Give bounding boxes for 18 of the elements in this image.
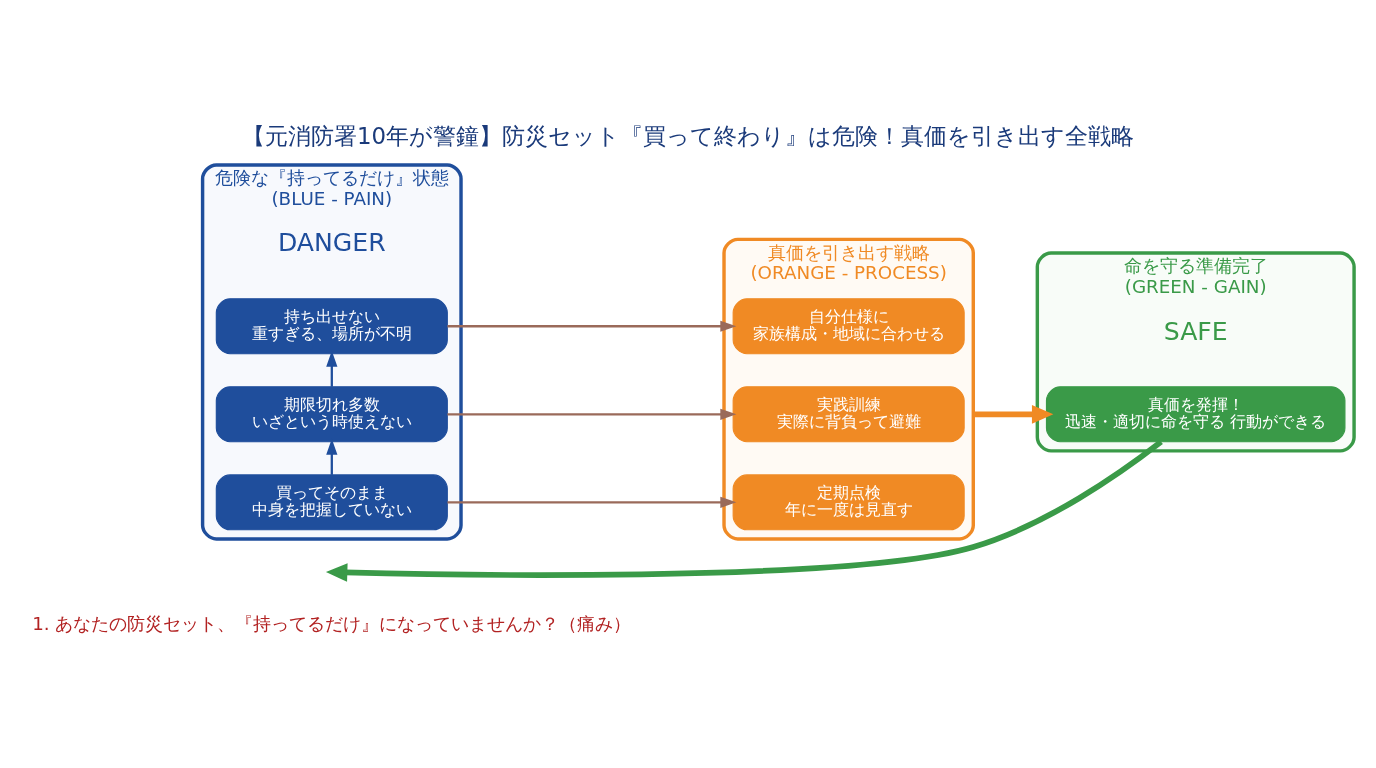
arrow xyxy=(447,496,737,508)
arrow xyxy=(326,350,338,387)
node-text: DANGER xyxy=(277,228,386,258)
node-box: 自分仕様に 家族構成・地域に合わせる xyxy=(732,298,965,355)
node-box: 買ってそのまま 中身を把握していない xyxy=(215,474,448,531)
node-box: 定期点検 年に一度は見直す xyxy=(732,474,965,531)
node-box: 持ち出せない 重すぎる、場所が不明 xyxy=(215,298,448,355)
node-box: 期限切れ多数 いざという時使えない xyxy=(215,386,448,443)
node-box: 実践訓練 実際に背負って避難 xyxy=(732,386,965,443)
arrow xyxy=(973,404,1054,424)
arrow xyxy=(447,320,737,332)
label: 1. あなたの防災セット、『持ってるだけ』になっていませんか？（痛み） xyxy=(32,613,632,635)
arrow xyxy=(447,408,737,420)
arrow xyxy=(326,438,338,475)
node-box: 真価を発揮！ 迅速・適切に命を守る 行動ができる xyxy=(1045,386,1346,443)
node-text: SAFE xyxy=(1163,316,1228,346)
arrow xyxy=(325,439,1163,582)
diagram-title: 【元消防署10年が警鐘】防災セット『買って終わり』は危険！真価を引き出す全戦略 xyxy=(241,123,1135,150)
